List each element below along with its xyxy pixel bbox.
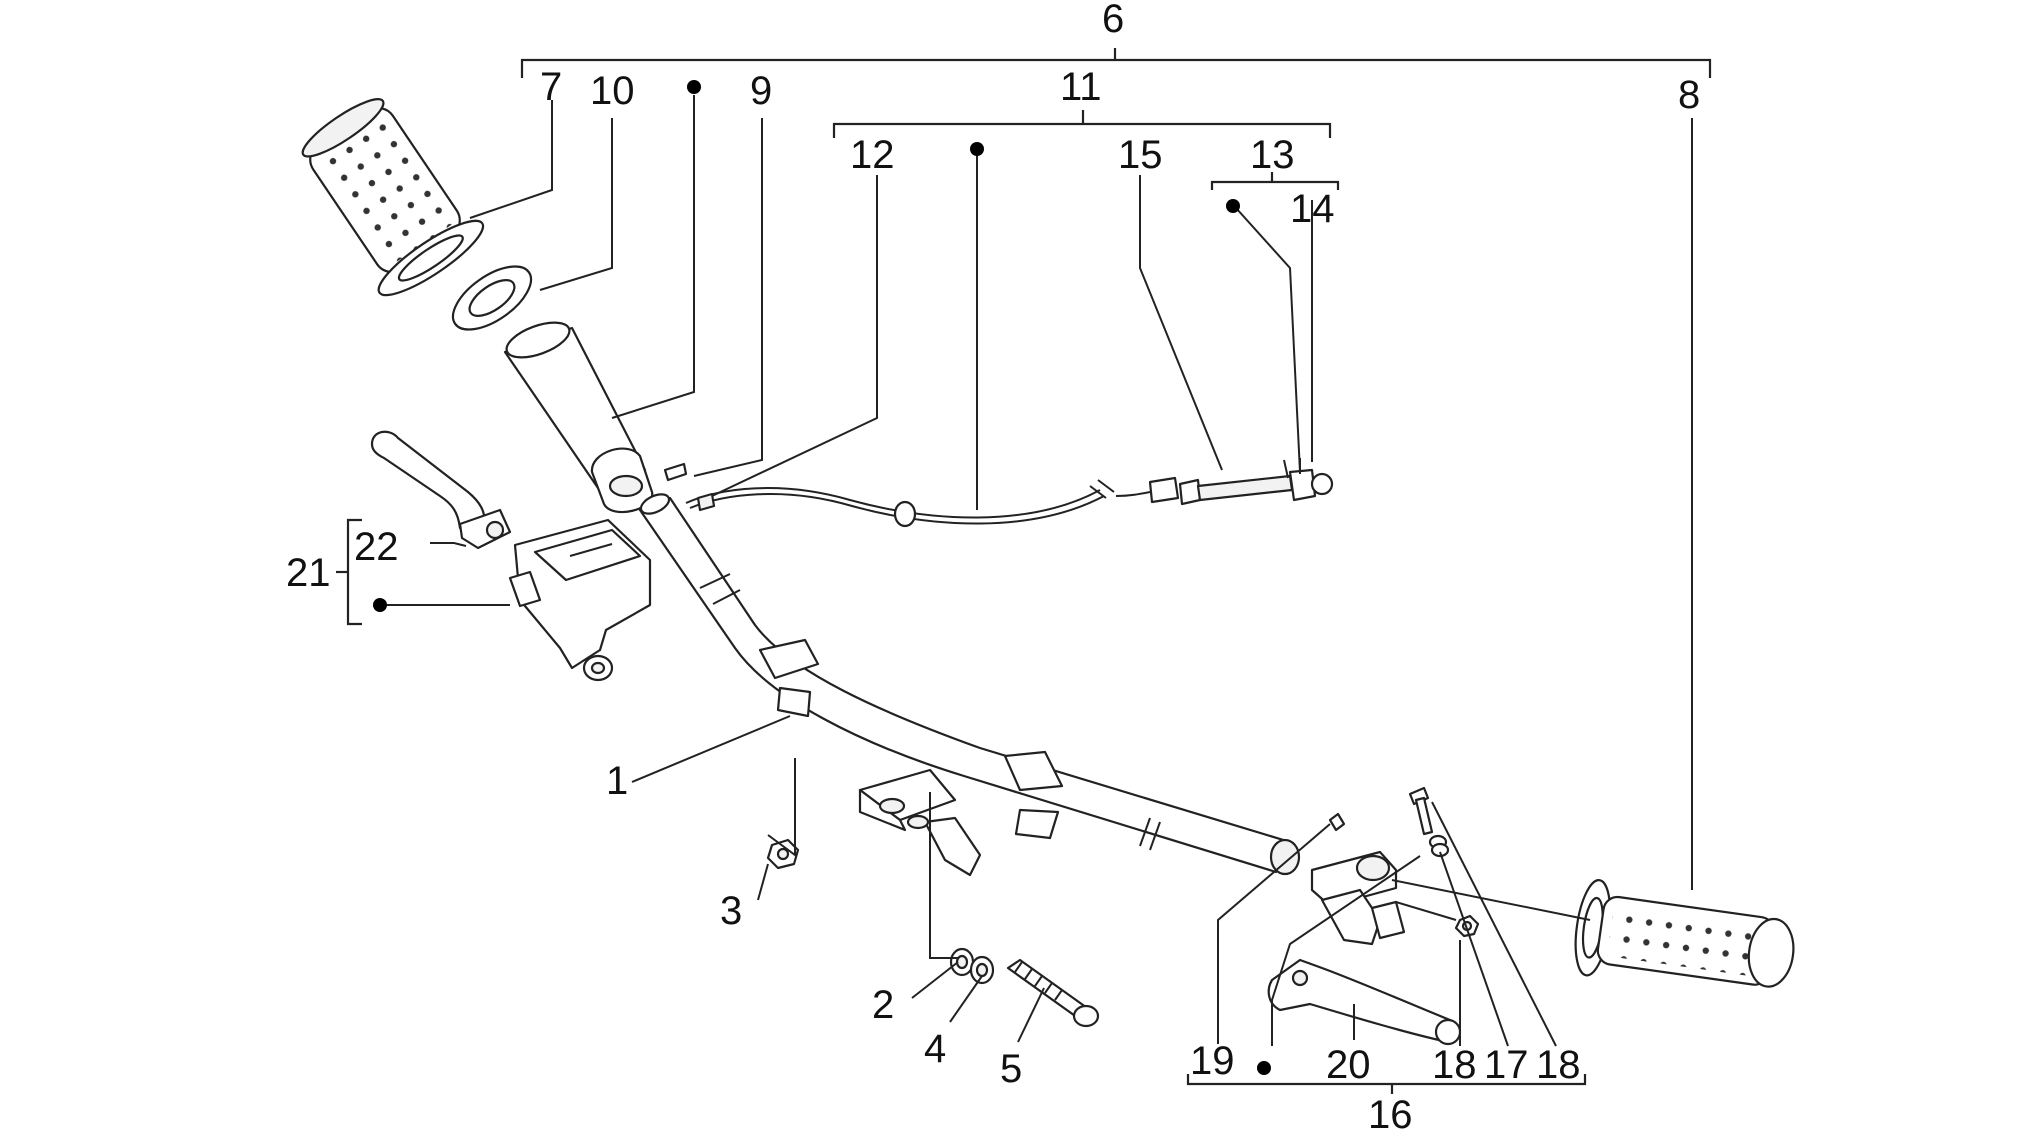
right-lever-mount xyxy=(1310,850,1406,946)
bracket-21 xyxy=(336,518,362,626)
left-grip xyxy=(301,98,485,297)
label-7: 7 xyxy=(540,65,562,109)
label-9: 9 xyxy=(750,69,772,113)
label-11: 11 xyxy=(1060,65,1102,109)
cable-adjuster xyxy=(1148,458,1334,506)
handlebar-clamp xyxy=(858,768,982,877)
label-4: 4 xyxy=(924,1027,946,1071)
bracket-11 xyxy=(832,110,1332,138)
screw-18 xyxy=(1408,786,1434,836)
label-18: 18 xyxy=(1536,1043,1581,1087)
label-10: 10 xyxy=(590,69,635,113)
label-13: 13 xyxy=(1250,133,1295,177)
label-6: 6 xyxy=(1102,0,1124,41)
label-1: 1 xyxy=(606,759,628,803)
reference-dots xyxy=(373,80,1271,1075)
label-14: 14 xyxy=(1290,187,1335,231)
bracket-16 xyxy=(1186,1074,1587,1094)
label-19: 19 xyxy=(1190,1039,1235,1083)
spring-17 xyxy=(1428,834,1450,858)
label-8: 8 xyxy=(1678,73,1700,117)
bracket-13 xyxy=(1210,172,1340,190)
bolt xyxy=(1006,958,1100,1028)
left-brake-lever xyxy=(370,430,512,550)
right-lever xyxy=(1267,958,1462,1046)
label-18: 18 xyxy=(1432,1043,1477,1087)
handlebar-tube xyxy=(638,493,1301,876)
label-3: 3 xyxy=(720,889,742,933)
dot-marker xyxy=(1257,1061,1271,1075)
washers-2-4 xyxy=(949,947,995,985)
label-16: 16 xyxy=(1368,1093,1413,1130)
dot-marker xyxy=(970,142,984,156)
label-21: 21 xyxy=(286,551,331,595)
label-5: 5 xyxy=(1000,1047,1022,1091)
dot-marker xyxy=(687,80,701,94)
leader-lines xyxy=(380,95,1693,1047)
part-labels: 6 7 10 9 11 8 12 15 13 14 22 21 1 3 2 4 … xyxy=(286,0,1700,1130)
label-2: 2 xyxy=(872,983,894,1027)
throttle-cable xyxy=(685,479,1151,528)
master-cylinder xyxy=(508,518,652,682)
nut-18 xyxy=(1454,914,1480,938)
label-22: 22 xyxy=(354,525,399,569)
washer xyxy=(451,265,533,331)
right-grip xyxy=(1574,879,1795,988)
dot-marker xyxy=(1226,199,1240,213)
throttle-sleeve xyxy=(503,321,654,513)
label-12: 12 xyxy=(850,133,895,177)
screw xyxy=(663,462,688,482)
screw-19 xyxy=(1328,812,1346,832)
label-17: 17 xyxy=(1484,1043,1529,1087)
dot-marker xyxy=(373,598,387,612)
label-20: 20 xyxy=(1326,1043,1371,1087)
nut xyxy=(766,838,800,870)
label-15: 15 xyxy=(1118,133,1163,177)
bracket-6 xyxy=(520,48,1712,78)
